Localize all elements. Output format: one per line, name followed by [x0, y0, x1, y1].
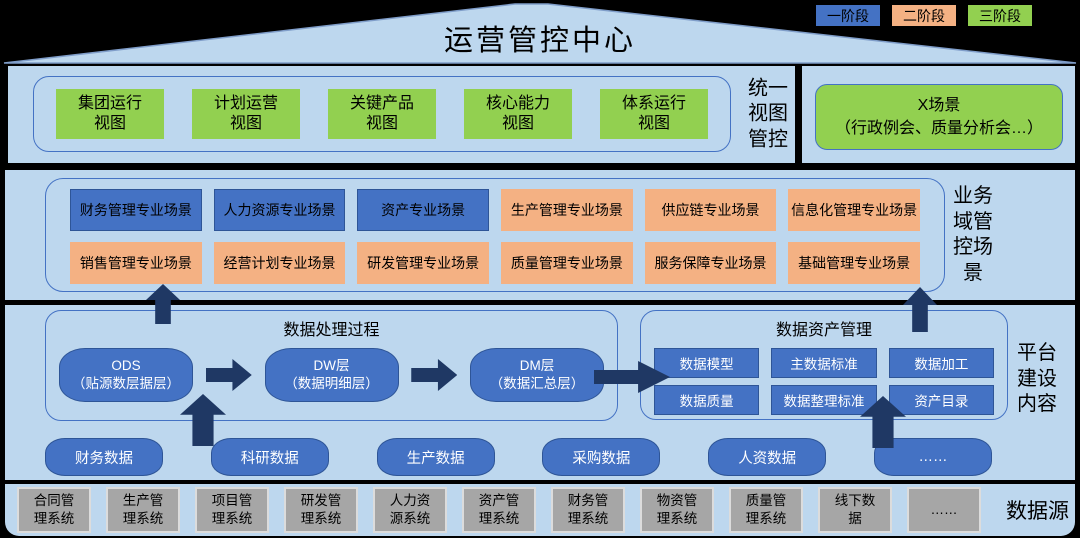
source-system-box: 合同管 理系统 — [17, 487, 91, 533]
scenario-box: 信息化管理专业场景 — [788, 189, 920, 231]
asset-item-box: 数据质量 — [654, 385, 760, 415]
source-system-box: …… — [907, 487, 981, 533]
data-store-cylinder: 采购数据 — [542, 438, 661, 476]
asset-item-box: 数据模型 — [654, 348, 760, 378]
scenario-box: 研发管理专业场景 — [357, 242, 489, 284]
view-box: 核心能力 视图 — [464, 89, 572, 139]
phase-legend: 一阶段二阶段三阶段 — [814, 3, 1034, 28]
data-store-cylinder: 科研数据 — [210, 438, 329, 476]
scenario-box: 质量管理专业场景 — [501, 242, 633, 284]
source-system-box: 物资管 理系统 — [640, 487, 714, 533]
unified-view-side-label: 统一视图管控 — [748, 77, 788, 151]
source-system-box: 研发管 理系统 — [284, 487, 358, 533]
platform-panel: 数据处理过程 ODS （贴源数层据层） DW层 （数据明细层） DM层 （数据汇总层… — [5, 305, 1075, 480]
scenario-box: 资产专业场景 — [357, 189, 489, 231]
business-domain-panel: 财务管理专业场景人力资源专业场景资产专业场景生产管理专业场景供应链专业场景信息化… — [5, 170, 1075, 300]
asset-item-box: 资产目录 — [888, 385, 994, 415]
scenario-box: 生产管理专业场景 — [501, 189, 633, 231]
data-asset-panel: 数据资产管理 数据模型主数据标准数据加工数据质量数据整理标准资产目录 — [640, 310, 1008, 420]
scenario-box: 服务保障专业场景 — [644, 242, 777, 284]
data-processing-panel: 数据处理过程 ODS （贴源数层据层） DW层 （数据明细层） DM层 （数据汇总层… — [45, 310, 618, 421]
asset-item-box: 主数据标准 — [771, 348, 877, 378]
data-stores-row: 财务数据 科研数据 生产数据 采购数据 人资数据 …… — [45, 438, 992, 476]
data-asset-grid: 数据模型主数据标准数据加工数据质量数据整理标准资产目录 — [641, 340, 1007, 415]
source-system-box: 线下数 据 — [818, 487, 892, 533]
source-system-box: 资产管 理系统 — [462, 487, 536, 533]
data-sources-panel: 合同管 理系统生产管 理系统项目管 理系统研发管 理系统人力资 源系统资产管 理… — [5, 484, 1075, 536]
data-store-cylinder: 财务数据 — [45, 438, 163, 476]
processing-stages: ODS （贴源数层据层） DW层 （数据明细层） DM层 （数据汇总层） — [46, 340, 617, 402]
legend-phase-1: 一阶段 — [814, 3, 882, 28]
source-system-box: 质量管 理系统 — [729, 487, 803, 533]
x-scene-panel: X场景 （行政例会、质量分析会…） — [802, 66, 1075, 163]
processing-stage-cylinder: ODS （贴源数层据层） — [59, 348, 193, 402]
scenario-grid: 财务管理专业场景人力资源专业场景资产专业场景生产管理专业场景供应链专业场景信息化… — [45, 178, 945, 292]
processing-stage-cylinder: DW层 （数据明细层） — [264, 348, 399, 402]
stage-arrow-right-icon — [205, 359, 252, 391]
views-group: 集团运行 视图计划运营 视图关键产品 视图核心能力 视图体系运行 视图 — [33, 76, 731, 152]
scenario-box: 销售管理专业场景 — [70, 242, 202, 284]
data-sources-label: 数据源 — [1006, 500, 1069, 523]
data-store-cylinder: 人资数据 — [708, 438, 827, 476]
stage-arrow-right-icon — [411, 359, 458, 391]
legend-phase-3: 三阶段 — [966, 3, 1034, 28]
data-store-cylinder: …… — [873, 438, 992, 476]
source-system-box: 人力资 源系统 — [373, 487, 447, 533]
unified-view-panel: 集团运行 视图计划运营 视图关键产品 视图核心能力 视图体系运行 视图 统一视图… — [8, 66, 795, 163]
source-system-box: 项目管 理系统 — [195, 487, 269, 533]
data-processing-title: 数据处理过程 — [283, 322, 380, 339]
view-box: 计划运营 视图 — [192, 89, 300, 139]
view-box: 体系运行 视图 — [600, 89, 708, 139]
data-asset-title: 数据资产管理 — [775, 322, 872, 339]
scenario-box: 人力资源专业场景 — [213, 189, 346, 231]
scenario-box: 财务管理专业场景 — [70, 189, 202, 231]
view-box: 关键产品 视图 — [328, 89, 436, 139]
diagram-title: 运营管控中心 — [443, 25, 636, 57]
source-system-box: 财务管 理系统 — [551, 487, 625, 533]
platform-side-label: 平台建设内容 — [1017, 342, 1057, 416]
asset-item-box: 数据加工 — [888, 348, 994, 378]
x-scene-box: X场景 （行政例会、质量分析会…） — [815, 84, 1063, 150]
scenario-box: 经营计划专业场景 — [213, 242, 346, 284]
view-box: 集团运行 视图 — [56, 89, 164, 139]
source-system-box: 生产管 理系统 — [106, 487, 180, 533]
legend-phase-2: 二阶段 — [890, 3, 958, 28]
asset-item-box: 数据整理标准 — [771, 385, 877, 415]
business-domain-side-label: 业务域管控场景 — [953, 184, 993, 284]
scenario-box: 基础管理专业场景 — [788, 242, 920, 284]
data-store-cylinder: 生产数据 — [376, 438, 495, 476]
scenario-box: 供应链专业场景 — [644, 189, 777, 231]
source-systems-row: 合同管 理系统生产管 理系统项目管 理系统研发管 理系统人力资 源系统资产管 理… — [17, 487, 981, 533]
roof-shape — [3, 3, 1077, 64]
processing-stage-cylinder: DM层 （数据汇总层） — [470, 348, 604, 402]
